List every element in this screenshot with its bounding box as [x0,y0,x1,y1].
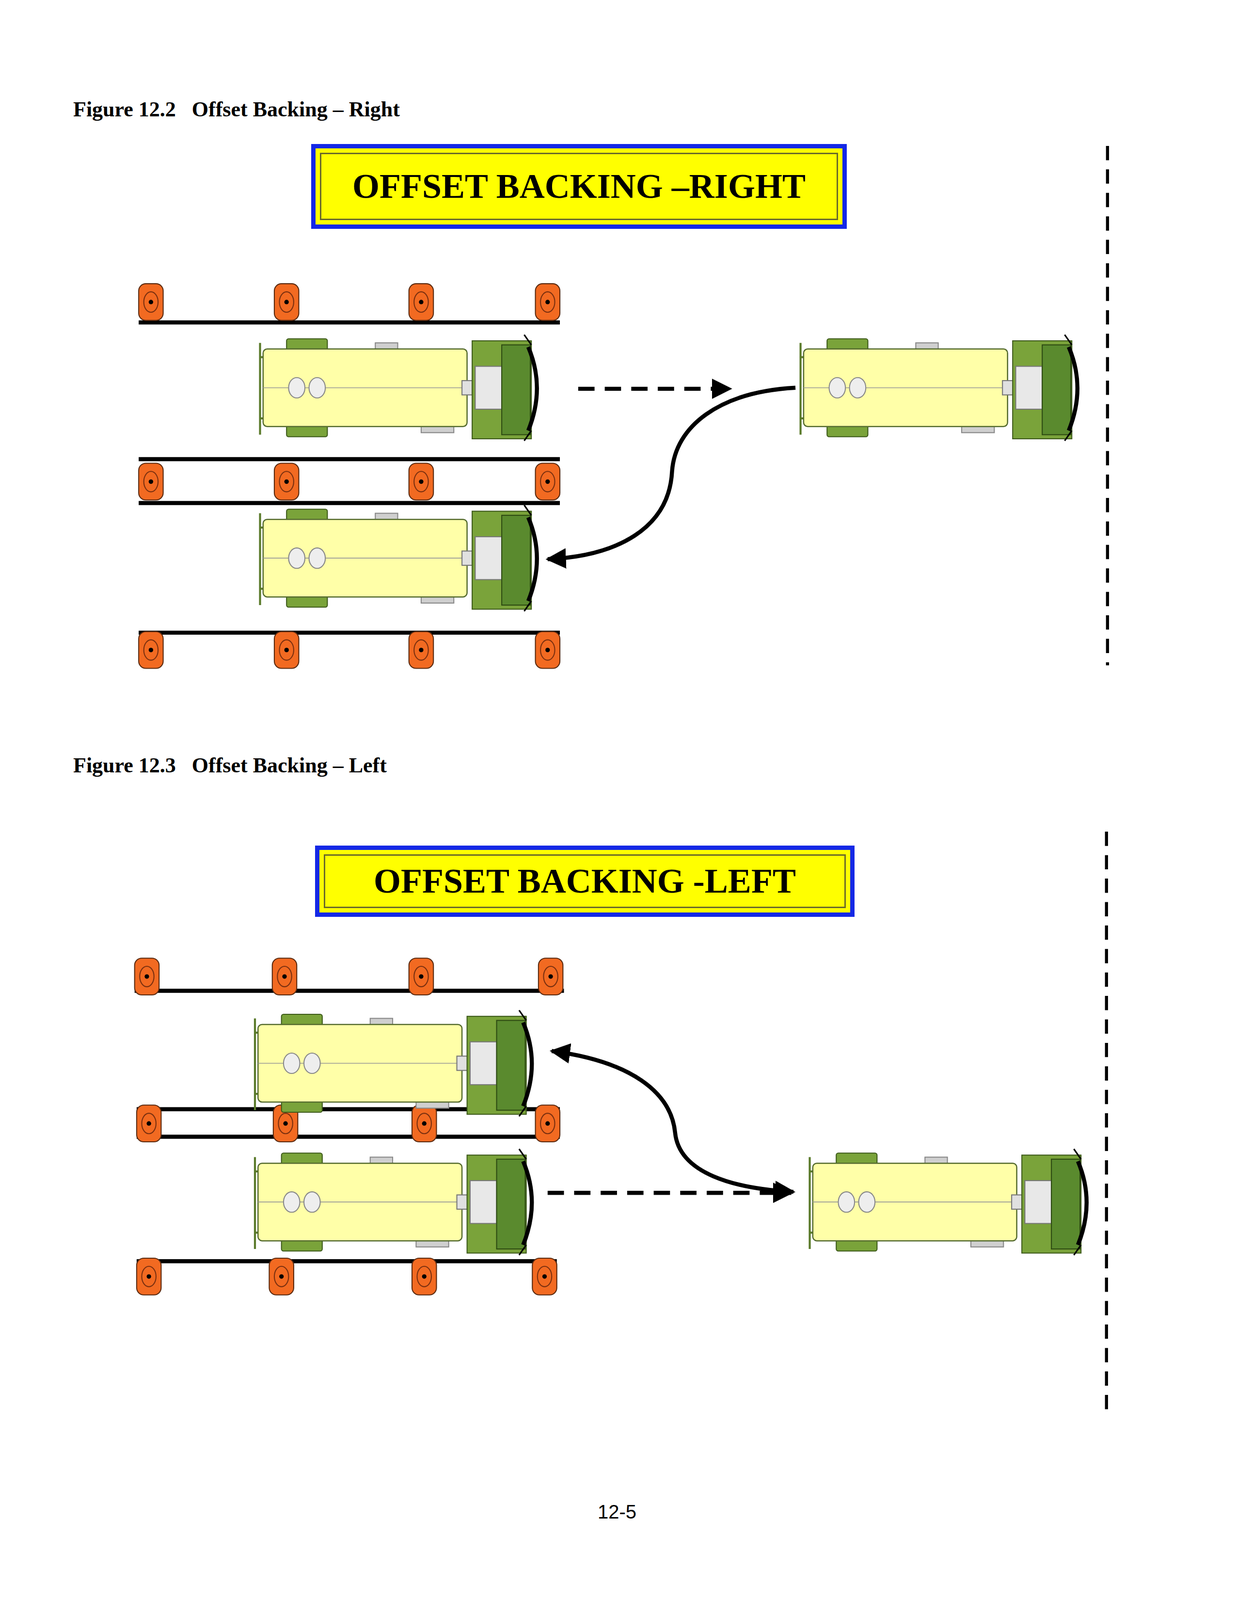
title-text: OFFSET BACKING -LEFT [373,860,796,902]
path-arrows [547,387,796,1193]
tanker-trucks [254,334,1087,1255]
traffic-cones [134,283,564,1295]
figure-caption: Figure 12.2 Offset Backing – Right [73,96,400,122]
barrier-lines [134,322,565,1261]
page-number: 12-5 [597,1500,637,1523]
title-box: OFFSET BACKING -LEFT [315,845,855,917]
title-text: OFFSET BACKING –RIGHT [352,166,806,207]
boundary-dashed-line [1106,145,1108,1418]
figure-caption: Figure 12.3 Offset Backing – Left [73,752,387,778]
title-box: OFFSET BACKING –RIGHT [311,143,847,229]
